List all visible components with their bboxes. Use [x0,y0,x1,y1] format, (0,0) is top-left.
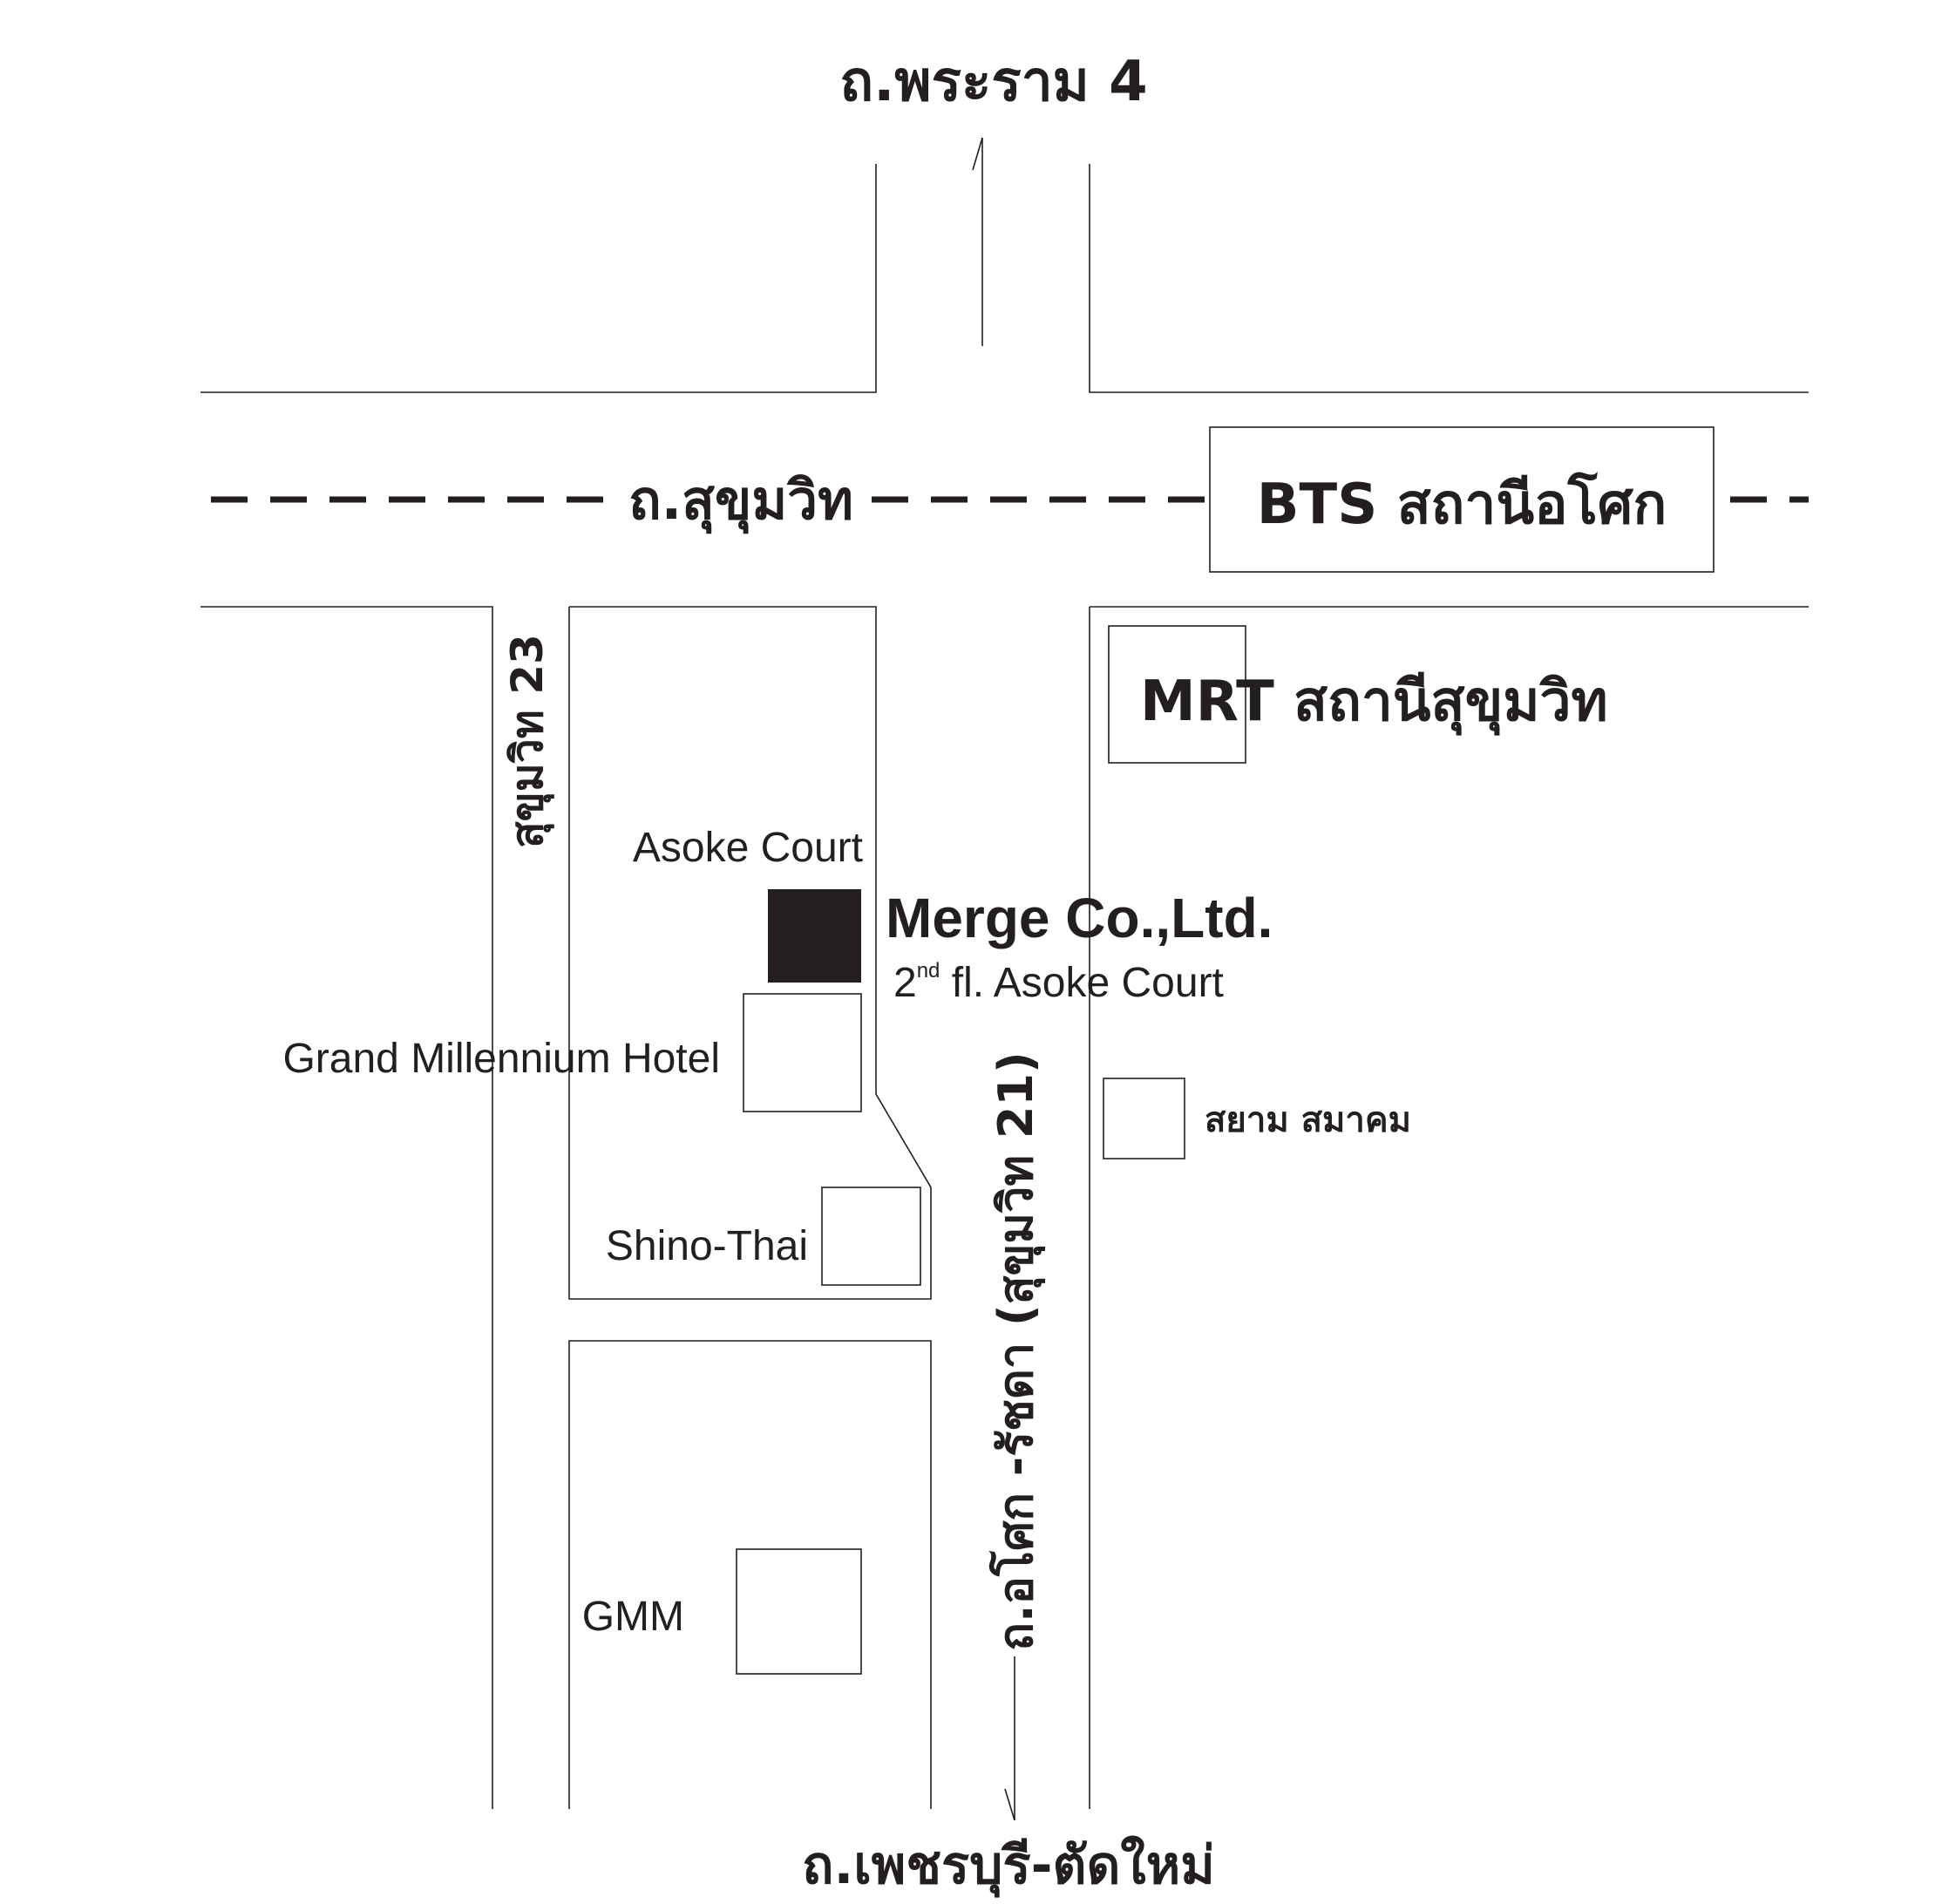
building-siam-society [1103,1078,1185,1159]
floor-number: 2 [893,960,917,1006]
mrt-station-box [1108,625,1246,764]
road-label-rama4: ถ.พระราม 4 [839,50,1147,114]
building-shino-thai [821,1187,921,1286]
road-edge-top-left [200,164,877,393]
bts-station-label: BTS สถานีอโศก [1257,471,1667,537]
building-gmm [736,1548,862,1675]
arrow-head-south-icon [1004,1788,1015,1821]
road-label-asoke: ถ.อโศก -รัชดา (สุขุมวิท 21) [988,1051,1046,1650]
merge-location-marker [768,889,861,983]
label-gmm: GMM [582,1594,684,1640]
building-grand-millennium [743,993,862,1112]
label-shino-thai: Shino-Thai [606,1223,808,1269]
label-merge-floor: 2nd fl. Asoke Court [893,959,1224,1006]
road-label-soi23: สุขุมวิท 23 [502,634,554,848]
road-label-sukhumvit: ถ.สุขุมวิท [628,468,853,534]
block-gmm [568,1340,932,1809]
block-asoke-court [568,606,932,1300]
mrt-station-label: MRT สถานีสุขุมวิท [1140,670,1608,736]
road-label-petchaburi: ถ.เพชรบุรี-ตัดใหม่ [802,1835,1215,1898]
road-edge-soi23-left [200,606,493,1809]
floor-ordinal: nd [917,959,940,983]
label-asoke-court: Asoke Court [633,825,863,871]
bts-station-box [1209,426,1715,573]
label-siam-society: สยาม สมาคม [1205,1100,1411,1140]
label-grand-millennium: Grand Millennium Hotel [282,1036,720,1082]
label-merge-name: Merge Co.,Ltd. [886,887,1273,949]
arrow-head-north-icon [972,137,983,171]
road-edge-top-right [1089,164,1809,393]
floor-rest: fl. Asoke Court [940,960,1223,1006]
